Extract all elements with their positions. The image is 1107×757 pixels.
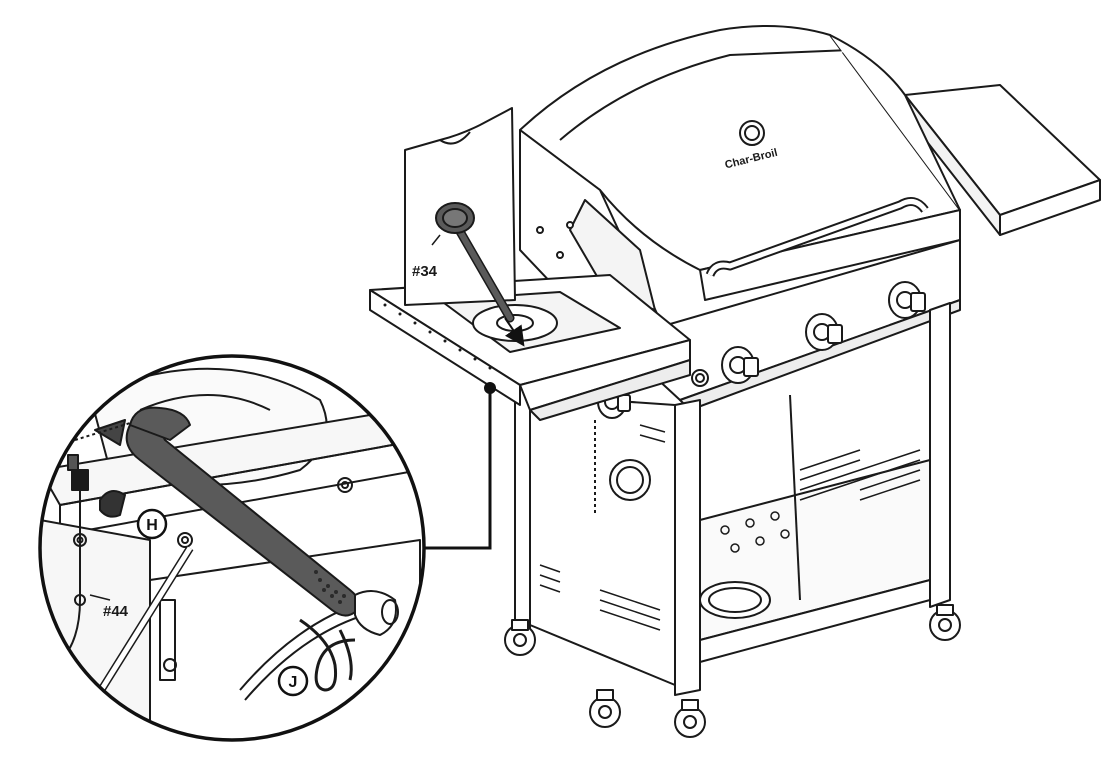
burner-knob[interactable] <box>888 281 926 319</box>
burner-knob[interactable] <box>805 313 843 351</box>
callout-badge-h-label: H <box>146 517 158 534</box>
grill-illustration: Char-Broil <box>369 25 1101 738</box>
callout-badge-h: H <box>136 508 168 540</box>
casters <box>504 604 961 738</box>
caster-wheel <box>929 604 961 641</box>
control-panel <box>614 239 961 411</box>
control-knobs <box>691 281 926 387</box>
match-light-holder-part <box>435 202 515 323</box>
insert-arrow-icon <box>504 317 525 347</box>
grill-cart <box>514 302 951 696</box>
callout-badge-j: J <box>277 665 309 697</box>
burner-knob[interactable] <box>721 346 759 384</box>
grill-lid <box>519 25 961 301</box>
detail-zoom-view <box>38 354 426 742</box>
callout-badge-j-label: J <box>289 674 298 691</box>
detail-leader <box>422 382 496 550</box>
igniter-button[interactable] <box>691 369 709 387</box>
caster-wheel <box>589 689 621 728</box>
caster-wheel <box>504 619 536 656</box>
callout-part-34: #34 <box>412 263 438 280</box>
caster-wheel <box>674 699 706 738</box>
callout-part-44: #44 <box>103 603 129 620</box>
